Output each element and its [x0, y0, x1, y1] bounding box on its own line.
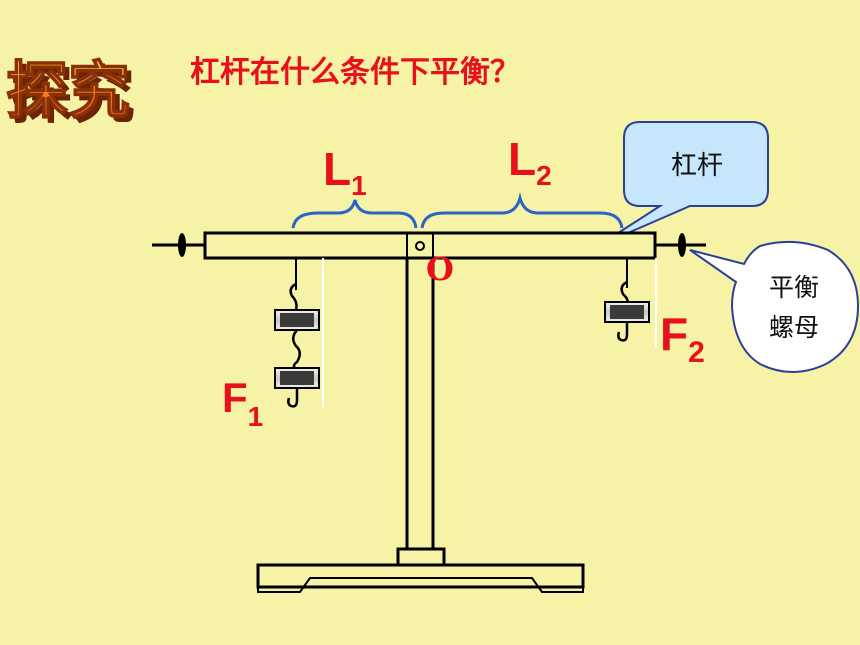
pivot-label: O [426, 250, 454, 288]
label-f2-main: F [660, 308, 688, 360]
lever-callout-text: 杠杆 [671, 151, 723, 181]
label-f2-sub: 2 [688, 336, 705, 369]
label-f1-main: F [222, 374, 248, 421]
left-weight-2-core [280, 371, 314, 385]
balance-nut-callout: 平衡 螺母 [689, 240, 860, 373]
right-hook-top [620, 280, 629, 303]
logo-text: 探究 [6, 54, 130, 127]
stand-pole [405, 246, 435, 551]
stand-base-foot [257, 577, 584, 593]
left-hook-bottom [287, 388, 299, 408]
brace-l1 [291, 199, 418, 229]
left-hook-top [289, 282, 298, 311]
logo-text-shadow: 探究 [11, 59, 135, 132]
page-title: 杠杆在什么条件下平衡？ [190, 55, 520, 90]
label-l1: L1 [323, 143, 367, 201]
pivot-hole [415, 241, 425, 251]
left-balance-nut [178, 233, 186, 257]
lever-callout: 杠杆 [597, 121, 769, 247]
balance-nut-text-line1: 平衡 [769, 273, 819, 302]
label-l1-sub: 1 [351, 170, 367, 201]
left-weights [274, 258, 324, 408]
balance-nut-text-line2: 螺母 [769, 313, 819, 342]
stand-collar [396, 547, 446, 567]
lever-bar [203, 231, 657, 260]
right-hook-bottom [617, 322, 629, 342]
right-weights [604, 258, 657, 348]
label-l2-main: L [508, 133, 536, 185]
label-l2-sub: 2 [536, 160, 552, 191]
brace-l2 [420, 192, 624, 229]
lever-callout-bubble [597, 121, 769, 247]
label-l1-main: L [323, 143, 351, 195]
left-weight-1-core [280, 313, 314, 327]
label-l2: L2 [508, 133, 552, 191]
label-f1-sub: 1 [248, 401, 264, 432]
left-hook-middle [292, 329, 301, 372]
logo: 探究 探究 [5, 53, 135, 132]
label-f1: F1 [222, 374, 263, 432]
right-weight-1-core [610, 305, 644, 319]
balance-nut-callout-bubble [689, 240, 860, 373]
right-balance-nut [678, 233, 686, 257]
label-f2: F2 [660, 308, 705, 369]
